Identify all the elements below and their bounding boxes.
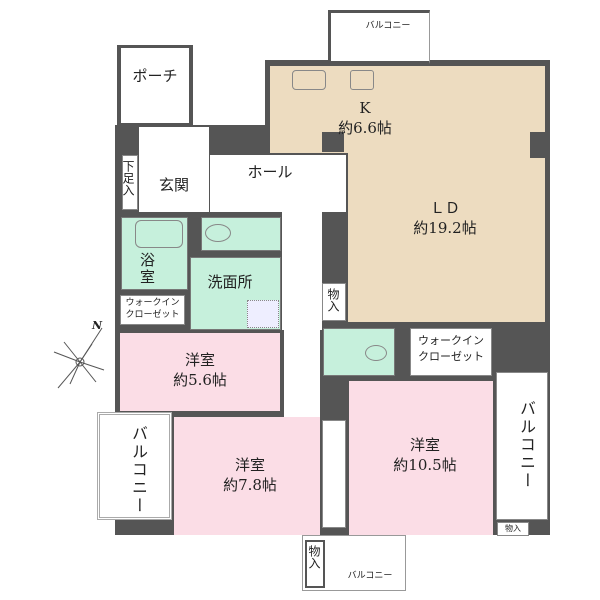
room-size: 約7.8帖 [223,476,277,494]
corridor [282,212,322,330]
living-dining [348,153,545,322]
balcony-top-label: バルコニー [365,21,411,31]
hall [210,155,346,212]
balcony-right [496,372,548,520]
kitchen-label: K 約6.6帖 [320,98,410,138]
shoe-storage-label: 下足入 [121,160,135,196]
wic-left [120,295,185,325]
corridor [284,320,320,420]
room-name: 洋室 [409,436,440,454]
bath-label: 浴室 [138,252,156,286]
balcony-right-label: バルコニー [517,400,536,490]
ld-name: ＬＤ [429,199,460,217]
room-size: 約5.6帖 [173,371,227,389]
room-size: 約10.5帖 [393,456,457,474]
western-room-3-label: 洋室約10.5帖 [375,435,475,475]
pillar [530,132,550,158]
toilet-icon [365,345,387,361]
bathroom [121,217,188,290]
storage-bottom [305,540,325,588]
western-room-1 [120,333,280,411]
balcony-top [328,10,430,64]
entrance-label: 玄関 [158,176,189,194]
ld-size: 約19.2帖 [413,219,477,237]
kitchen-size: 約6.6帖 [338,119,392,137]
balcony-left [97,412,172,520]
storage-bottom-label: 物入 [307,545,321,569]
pillar [322,132,344,152]
shoe-storage [122,155,138,210]
porch [117,45,193,127]
wic-right [410,328,492,376]
storage-label: 物入 [326,288,340,312]
washroom-label: 洗面所 [207,273,253,291]
western-room-1-label: 洋室約5.6帖 [160,350,240,390]
kitchen-name: K [359,99,371,117]
western-room-2-label: 洋室約7.8帖 [205,455,295,495]
entrance [139,127,209,212]
kitchen [270,66,545,153]
washer-space [247,300,279,328]
storage-right-label: 物入 [505,524,521,533]
sink-icon [292,70,326,90]
washroom [190,257,281,330]
western-room-3 [349,381,493,535]
room-name: 洋室 [234,456,265,474]
wic-right-label: ウォークイン クローゼット [418,334,484,363]
toilet-icon [205,224,231,242]
wic-left-label: ウォークイン クローゼット [125,298,180,320]
bathtub-icon [135,220,183,248]
balcony-bottom-label: バルコニー [347,571,393,581]
closet [322,420,346,528]
room-name: 洋室 [184,351,215,369]
compass-north-label: N [91,319,103,332]
ld-label: ＬＤ 約19.2帖 [395,198,495,238]
hall-label: ホール [247,163,293,181]
porch-label: ポーチ [132,67,178,85]
western-room-2 [174,417,320,535]
storage-right [497,522,529,536]
balcony-left-label: バルコニー [129,425,148,515]
compass-icon [53,327,105,389]
storage [322,283,346,321]
stove-icon [350,70,374,90]
